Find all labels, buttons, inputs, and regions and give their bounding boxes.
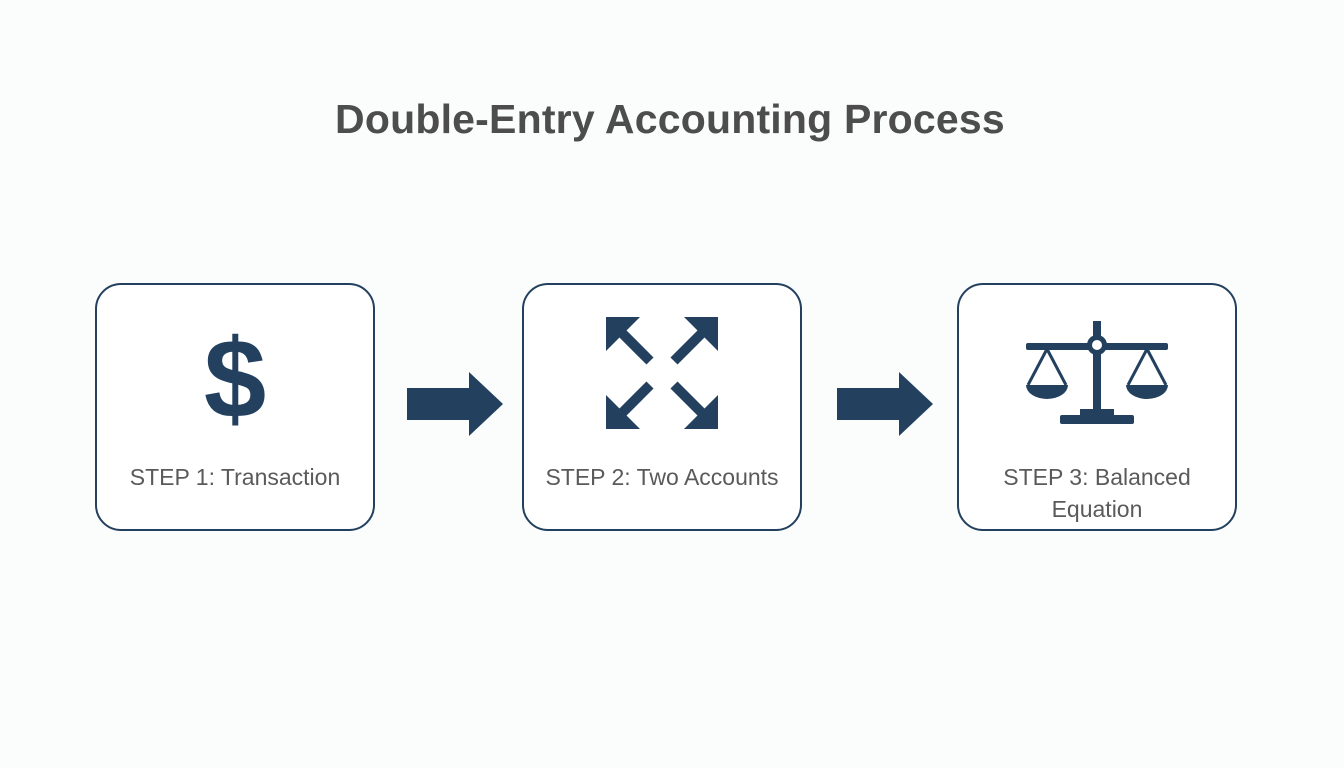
- step-label-balanced-equation: STEP 3: Balanced Equation: [1003, 464, 1191, 522]
- expand-arrows-icon: [524, 313, 800, 433]
- svg-text:$: $: [204, 316, 266, 433]
- diagram-title: Double-Entry Accounting Process: [335, 96, 1005, 142]
- step-box-transaction: $ STEP 1: Transaction: [95, 283, 375, 531]
- right-arrow-icon: [407, 372, 503, 436]
- balance-scale-icon: [959, 313, 1235, 433]
- right-arrow-icon: [837, 372, 933, 436]
- step-label-two-accounts: STEP 2: Two Accounts: [545, 464, 779, 490]
- step-box-balanced-equation: STEP 3: Balanced Equation: [957, 283, 1237, 531]
- step-label-transaction: STEP 1: Transaction: [129, 464, 341, 490]
- dollar-sign-icon: $: [97, 313, 373, 433]
- step-box-two-accounts: STEP 2: Two Accounts: [522, 283, 802, 531]
